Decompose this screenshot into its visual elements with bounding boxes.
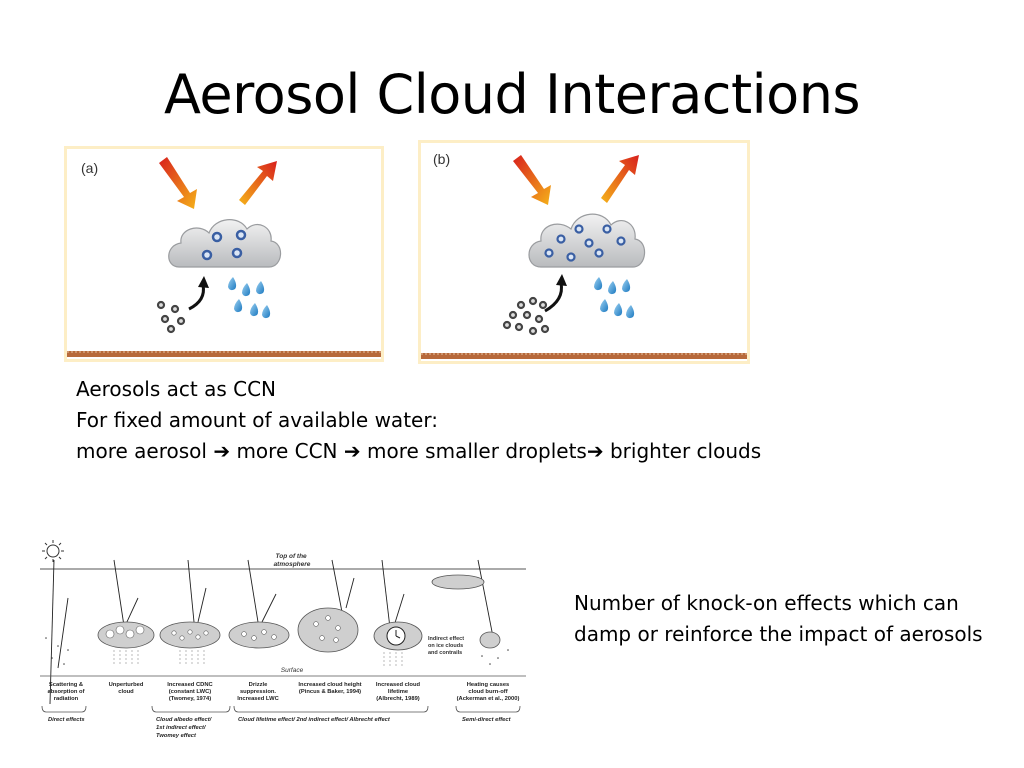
arrow-right-icon: ➔ [213,439,231,463]
incoming-solar-arrow [159,157,197,209]
group-labels: Direct effects Cloud albedo effect/1st i… [48,717,512,739]
panel-a-illustration [67,157,381,357]
cloud-shape [168,219,282,268]
group-label-direct: Direct effects [48,717,85,723]
raindrops [594,277,635,319]
arrow-right-icon: ➔ [586,439,604,463]
text-line-3: more aerosol ➔ more CCN ➔ more smaller d… [76,436,761,467]
aerosol-particles [156,300,186,334]
slide-title: Aerosol Cloud Interactions [163,63,861,126]
arrow-right-icon: ➔ [343,439,361,463]
surface-label: Surface [281,667,304,674]
knock-on-effects-text: Number of knock-on effects which can dam… [574,591,983,646]
incoming-solar-arrow [513,155,551,205]
ground-surface [67,351,381,357]
more-ccn-text: more CCN [236,439,338,463]
column-label-cloud-height: Increased cloud height(Pincus & Baker, 1… [298,682,361,695]
ground-surface [421,353,747,359]
radiation-arrows [49,559,495,705]
reflected-solar-arrow [601,155,639,203]
cloud-droplets [201,229,247,261]
raindrops [228,277,271,319]
activation-arrow [544,274,567,313]
aerosol-effects-schematic: Top of the atmosphere [40,540,526,739]
activation-arrow [188,276,209,311]
more-aerosol-text: more aerosol [76,439,207,463]
aerosol-dots [45,637,509,665]
cloud-droplets [544,224,626,262]
sun-icon [42,540,64,562]
column-label-cdnc: Increased CDNC(constant LWC)(Twomey, 197… [167,682,213,702]
group-label-albedo: Cloud albedo effect/1st indirect effect/… [156,717,213,739]
panel-a: (a) [64,146,384,362]
panel-b-illustration [421,155,747,359]
group-label-semi-direct: Semi-direct effect [462,717,512,723]
aerosol-particles [502,296,550,336]
indirect-ice-label: Indirect effect on ice clouds and contra… [428,636,466,656]
panel-b: (b) [418,140,750,364]
text-line-1: Aerosols act as CCN [76,377,277,401]
text-line-2: For fixed amount of available water: [76,408,438,432]
schematic-clouds [97,574,501,653]
group-brackets [41,705,521,713]
aerosol-ccn-text: Aerosols act as CCN For fixed amount of … [76,374,761,467]
clock-icon [395,630,401,639]
panel-a-label: (a) [81,160,99,176]
brighter-clouds-text: brighter clouds [609,439,762,463]
cloud-droplet-markers [105,615,406,646]
reflected-solar-arrow [239,161,277,205]
panel-b-label: (b) [433,151,451,167]
top-of-atmosphere-label: Top of the atmosphere [274,553,311,568]
smaller-droplets-text: more smaller droplets [367,439,587,463]
drizzle-lines [113,650,403,666]
group-label-lifetime: Cloud lifetime effect/ 2nd indirect effe… [238,717,391,723]
